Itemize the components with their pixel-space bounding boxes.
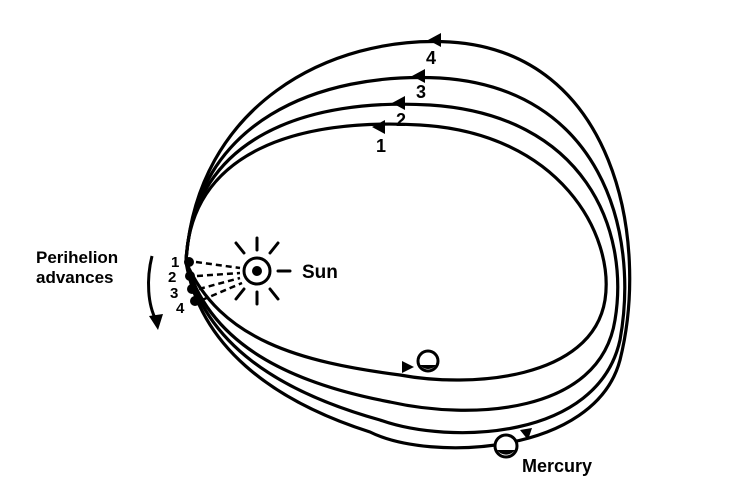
orbit-3-arrow (412, 69, 425, 83)
orbit-1-arrow (372, 120, 385, 134)
perihelion-dashed-lines (195, 260, 243, 302)
perihelion-marker-2: 2 (168, 269, 176, 286)
lower-arrow-outer (520, 428, 532, 440)
perihelion-dots (184, 257, 200, 306)
mercury-label: Mercury (522, 456, 592, 476)
orbit-3 (184, 75, 627, 435)
perihelion-advance-arrow (147, 255, 158, 321)
perihelion-label-line1: Perihelion (36, 248, 118, 267)
perihelion-label-line2: advances (36, 268, 114, 287)
perihelion-marker-3: 3 (170, 285, 178, 302)
orbit-4 (184, 39, 632, 450)
orbit-1-number: 1 (376, 136, 386, 156)
perihelion-marker-1: 1 (171, 254, 179, 271)
orbit-2-arrow (392, 96, 405, 110)
sun-label: Sun (302, 262, 338, 283)
orbit-2 (184, 102, 620, 412)
lower-arrow-inner (402, 361, 414, 373)
orbit-4-arrow (428, 33, 441, 47)
perihelion-advance-arrowhead (149, 314, 163, 330)
mercury-icon (416, 349, 440, 373)
sun-icon (234, 236, 292, 306)
mercury-icon-lower (493, 433, 519, 459)
orbit-2-number: 2 (396, 110, 406, 130)
orbit-3-number: 3 (416, 82, 426, 102)
perihelion-marker-4: 4 (176, 300, 185, 317)
orbit-1 (184, 122, 608, 382)
orbit-4-number: 4 (426, 48, 436, 68)
